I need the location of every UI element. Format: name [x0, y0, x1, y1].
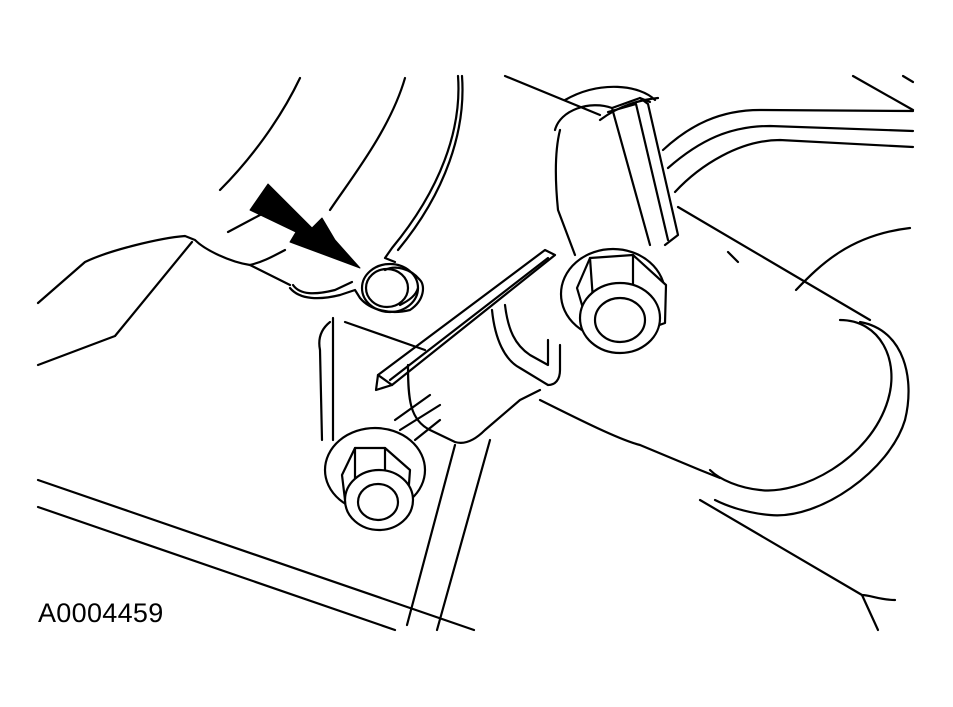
arrow-icon	[249, 183, 361, 269]
background-contours	[36, 74, 915, 632]
figure-id-label: A0004459	[38, 598, 164, 628]
locating-hole	[360, 262, 420, 314]
flange-nut-lower	[323, 426, 427, 532]
flange-nut-upper	[559, 247, 668, 355]
